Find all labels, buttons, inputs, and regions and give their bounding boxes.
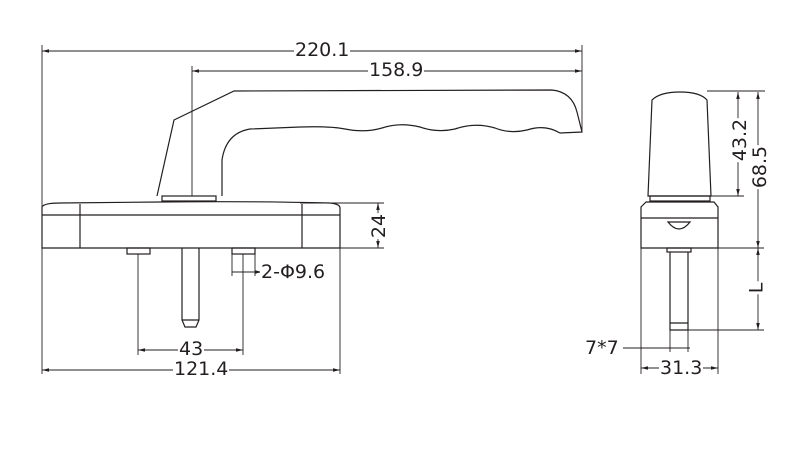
dim-pin-spacing: 43 xyxy=(178,338,205,360)
front-view xyxy=(41,89,583,328)
handle-collar xyxy=(161,195,217,202)
dim-total-height: 68.5 xyxy=(749,144,772,190)
dim-spindle-section: 7*7 xyxy=(584,337,620,359)
side-spindle xyxy=(669,252,689,331)
side-base xyxy=(640,201,719,249)
side-view xyxy=(640,91,719,331)
handle-lever xyxy=(156,89,583,197)
dim-base-width: 31.3 xyxy=(659,357,704,379)
dim-pin-spec: 2-Φ9.6 xyxy=(260,261,327,283)
base-plate xyxy=(41,201,341,249)
handle-cap xyxy=(647,91,712,197)
dim-base-length: 121.4 xyxy=(173,358,230,380)
spindle xyxy=(181,248,200,328)
right-pin xyxy=(231,247,256,255)
front-dimensions xyxy=(41,45,583,374)
left-pin xyxy=(126,247,151,255)
dim-spindle-length: L xyxy=(745,281,768,295)
dim-handle-height: 43.2 xyxy=(729,117,752,163)
dim-base-height: 24 xyxy=(368,212,391,240)
dim-handle-length: 158.9 xyxy=(368,59,425,81)
dim-overall-length: 220.1 xyxy=(294,39,351,61)
